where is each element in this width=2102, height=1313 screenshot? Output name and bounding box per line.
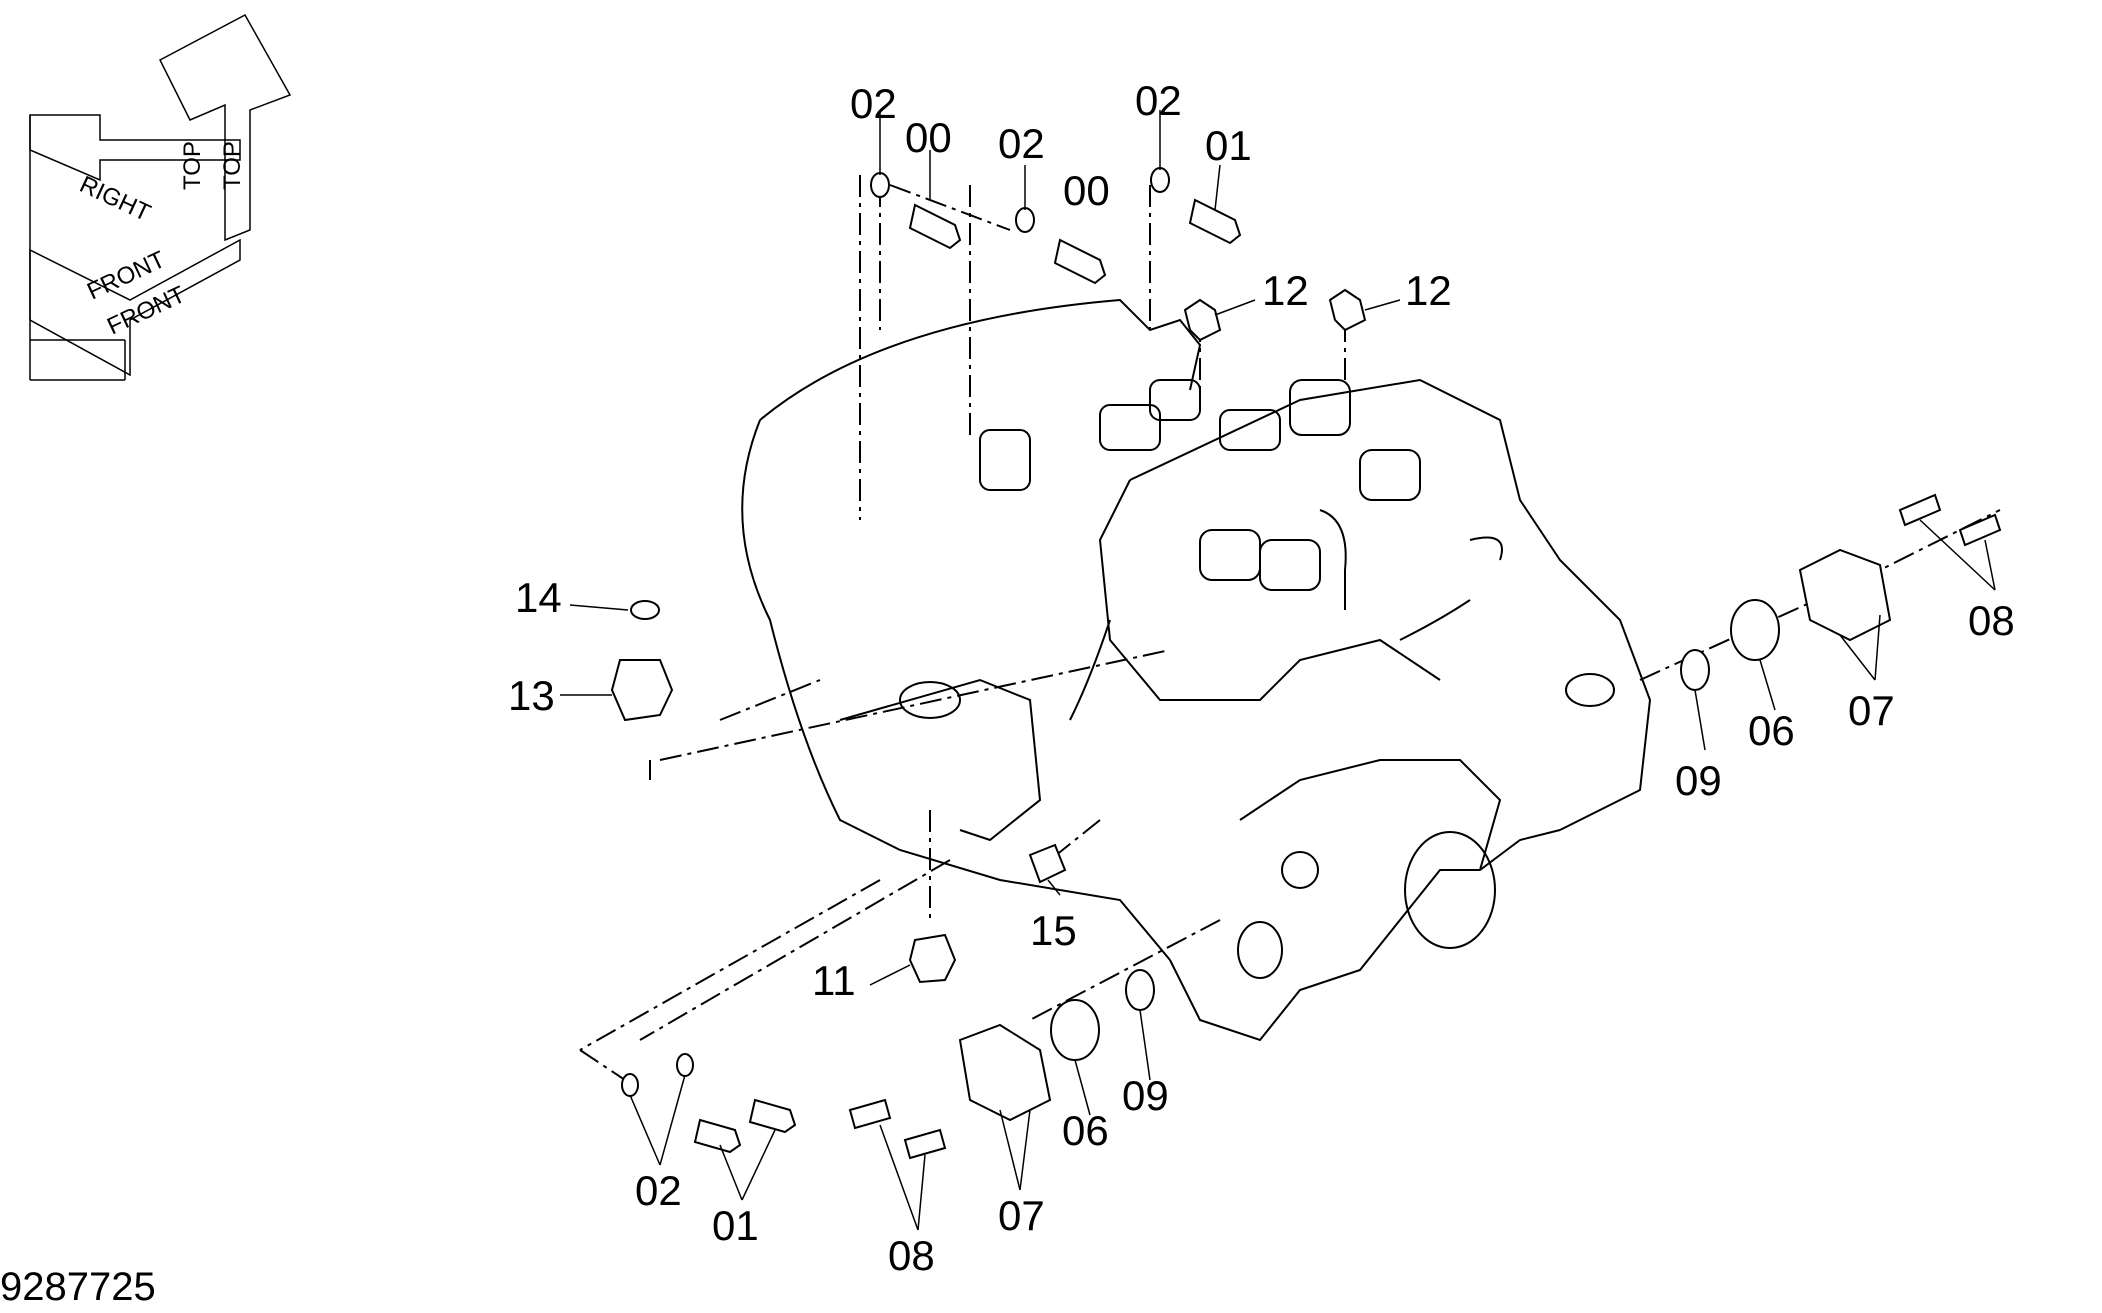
orientation-indicator: TOP TOP RIGHT FRONT FRONT [29,13,292,381]
bolt-icon [1958,513,2002,547]
bolt-icon [1898,493,1942,527]
leader-lines [560,110,1996,1231]
callout-14: 14 [515,574,562,621]
washer-icon [1015,207,1035,233]
washer-icon [870,172,890,198]
callout-01: 01 [712,1202,759,1249]
washer-icon [676,1053,694,1077]
fitting-icon [908,933,957,984]
washer-icon [1150,167,1170,193]
top-label-2: TOP [219,141,246,190]
bolt-icon [1188,198,1242,245]
elbow-fitting-icon [1328,288,1367,332]
bolt-icon [908,203,962,250]
callout-02: 02 [1135,77,1182,124]
callout-01: 01 [1205,122,1252,169]
callout-02: 02 [635,1167,682,1214]
right-label: RIGHT [75,171,154,227]
fitting-icon [1028,843,1067,884]
drawing-number: 9287725 [0,1265,156,1309]
bolt-icon [903,1128,947,1160]
callout-08: 08 [888,1232,935,1279]
callout-00: 00 [905,114,952,161]
callout-00: 00 [1063,167,1110,214]
seal-ring-icon [1050,999,1100,1061]
seal-ring-icon [1730,599,1780,661]
callout-11: 11 [812,957,856,1004]
callout-06: 06 [1748,707,1795,754]
callout-07: 07 [1848,687,1895,734]
callout-12: 12 [1405,267,1452,314]
loose-parts [610,167,2002,1160]
o-ring-icon [1680,649,1710,691]
callout-12: 12 [1262,267,1309,314]
washer-icon [621,1073,639,1097]
o-ring-icon [1125,969,1155,1011]
plug-icon [610,659,674,722]
callout-06: 06 [1062,1107,1109,1154]
split-flange-icon [1798,548,1892,642]
callout-13: 13 [508,672,555,719]
pump-assembly [741,298,1652,1042]
bolt-icon [748,1098,797,1134]
callout-02: 02 [850,80,897,127]
callout-07: 07 [998,1192,1045,1239]
bolt-icon [693,1118,742,1154]
split-flange-icon [958,1023,1052,1122]
callout-15: 15 [1030,907,1077,954]
callout-09: 09 [1675,757,1722,804]
callout-09: 09 [1122,1072,1169,1119]
bolt-icon [848,1098,892,1130]
elbow-fitting-icon [1183,298,1222,342]
bolt-icon [1053,238,1107,285]
o-ring-icon [630,600,660,620]
callout-02: 02 [998,120,1045,167]
top-label: TOP [179,141,206,190]
callout-labels: 02 00 02 00 02 01 12 12 14 13 15 11 02 0… [508,77,2015,1279]
callout-08: 08 [1968,597,2015,644]
